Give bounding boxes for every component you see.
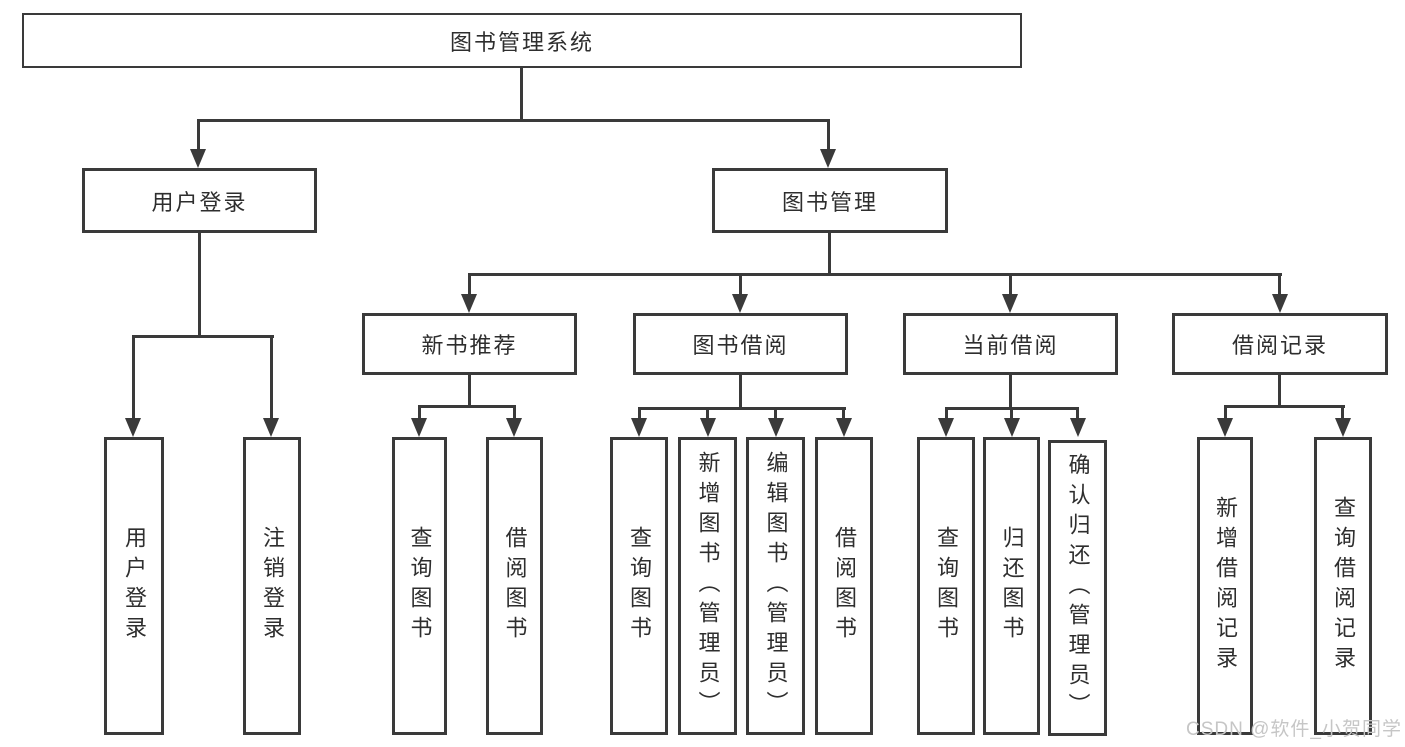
leaf-query-books-borrowing: 查询图书 bbox=[610, 437, 668, 735]
connector-line bbox=[1278, 375, 1281, 405]
arrowhead-icon bbox=[1070, 418, 1086, 437]
arrowhead-icon bbox=[461, 294, 477, 313]
arrowhead-icon bbox=[938, 418, 954, 437]
leaf-label: 新增借阅记录 bbox=[1213, 496, 1238, 676]
connector-line bbox=[1224, 405, 1345, 408]
leaf-label: 查询图书 bbox=[627, 526, 652, 646]
leaf-label: 用户登录 bbox=[122, 526, 147, 646]
connector-line bbox=[520, 68, 523, 119]
connector-line bbox=[197, 119, 200, 150]
leaf-label: 编辑图书（管理员） bbox=[763, 451, 789, 721]
node-current-borrowing: 当前借阅 bbox=[903, 313, 1118, 375]
connector-line bbox=[1009, 375, 1012, 407]
leaf-logout: 注销登录 bbox=[243, 437, 301, 735]
leaf-add-borrow-record: 新增借阅记录 bbox=[1197, 437, 1253, 735]
connector-line bbox=[1009, 273, 1012, 295]
connector-line bbox=[468, 375, 471, 405]
connector-line bbox=[468, 273, 1282, 276]
leaf-return-books: 归还图书 bbox=[983, 437, 1040, 735]
node-new-book-recommendation: 新书推荐 bbox=[362, 313, 577, 375]
connector-line bbox=[828, 233, 831, 273]
leaf-user-login: 用户登录 bbox=[104, 437, 164, 735]
node-borrowing-records: 借阅记录 bbox=[1172, 313, 1388, 375]
arrowhead-icon bbox=[732, 294, 748, 313]
arrowhead-icon bbox=[190, 149, 206, 168]
leaf-edit-books-admin: 编辑图书（管理员） bbox=[746, 437, 805, 735]
arrowhead-icon bbox=[820, 149, 836, 168]
connector-line bbox=[198, 233, 201, 335]
node-book-borrowing: 图书借阅 bbox=[633, 313, 848, 375]
leaf-borrow-books-recommend: 借阅图书 bbox=[486, 437, 543, 735]
leaf-borrow-books-borrowing: 借阅图书 bbox=[815, 437, 873, 735]
connector-line bbox=[270, 335, 273, 419]
connector-line bbox=[706, 407, 709, 419]
leaf-confirm-return-admin: 确认归还（管理员） bbox=[1048, 440, 1107, 736]
arrowhead-icon bbox=[1004, 418, 1020, 437]
connector-line bbox=[638, 407, 641, 419]
leaf-label: 查询借阅记录 bbox=[1331, 496, 1356, 676]
connector-line bbox=[1278, 273, 1281, 295]
connector-line bbox=[739, 375, 742, 407]
connector-line bbox=[418, 405, 421, 419]
arrowhead-icon bbox=[125, 418, 141, 437]
connector-line bbox=[513, 405, 516, 419]
connector-line bbox=[132, 335, 135, 419]
leaf-query-books-recommend: 查询图书 bbox=[392, 437, 447, 735]
leaf-query-borrow-record: 查询借阅记录 bbox=[1314, 437, 1372, 735]
arrowhead-icon bbox=[768, 418, 784, 437]
connector-line bbox=[774, 407, 777, 419]
connector-line bbox=[827, 119, 830, 150]
connector-line bbox=[197, 119, 830, 122]
node-library-management-system: 图书管理系统 bbox=[22, 13, 1022, 68]
leaf-query-books-current: 查询图书 bbox=[917, 437, 975, 735]
connector-line bbox=[842, 407, 845, 419]
connector-line bbox=[1224, 405, 1227, 419]
connector-line bbox=[1076, 407, 1079, 419]
leaf-label: 新增图书（管理员） bbox=[695, 451, 721, 721]
arrowhead-icon bbox=[1335, 418, 1351, 437]
leaf-label: 借阅图书 bbox=[832, 526, 857, 646]
leaf-label: 注销登录 bbox=[260, 526, 285, 646]
node-user-login: 用户登录 bbox=[82, 168, 317, 233]
arrowhead-icon bbox=[1217, 418, 1233, 437]
leaf-label: 归还图书 bbox=[999, 526, 1025, 646]
leaf-label: 确认归还（管理员） bbox=[1065, 453, 1091, 723]
connector-line bbox=[638, 407, 846, 410]
connector-line bbox=[418, 405, 516, 408]
connector-line bbox=[1010, 407, 1013, 419]
connector-line bbox=[945, 407, 948, 419]
node-book-management: 图书管理 bbox=[712, 168, 948, 233]
connector-line bbox=[739, 273, 742, 295]
leaf-label: 查询图书 bbox=[407, 526, 433, 646]
arrowhead-icon bbox=[263, 418, 279, 437]
arrowhead-icon bbox=[836, 418, 852, 437]
arrowhead-icon bbox=[631, 418, 647, 437]
csdn-watermark: CSDN @软件_小贺同学 bbox=[1186, 719, 1402, 740]
connector-line bbox=[468, 273, 471, 295]
leaf-label: 借阅图书 bbox=[502, 526, 528, 646]
arrowhead-icon bbox=[700, 418, 716, 437]
connector-line bbox=[1341, 405, 1344, 419]
arrowhead-icon bbox=[1002, 294, 1018, 313]
leaf-add-books-admin: 新增图书（管理员） bbox=[678, 437, 737, 735]
arrowhead-icon bbox=[506, 418, 522, 437]
arrowhead-icon bbox=[1272, 294, 1288, 313]
arrowhead-icon bbox=[411, 418, 427, 437]
leaf-label: 查询图书 bbox=[934, 526, 959, 646]
connector-line bbox=[132, 335, 274, 338]
